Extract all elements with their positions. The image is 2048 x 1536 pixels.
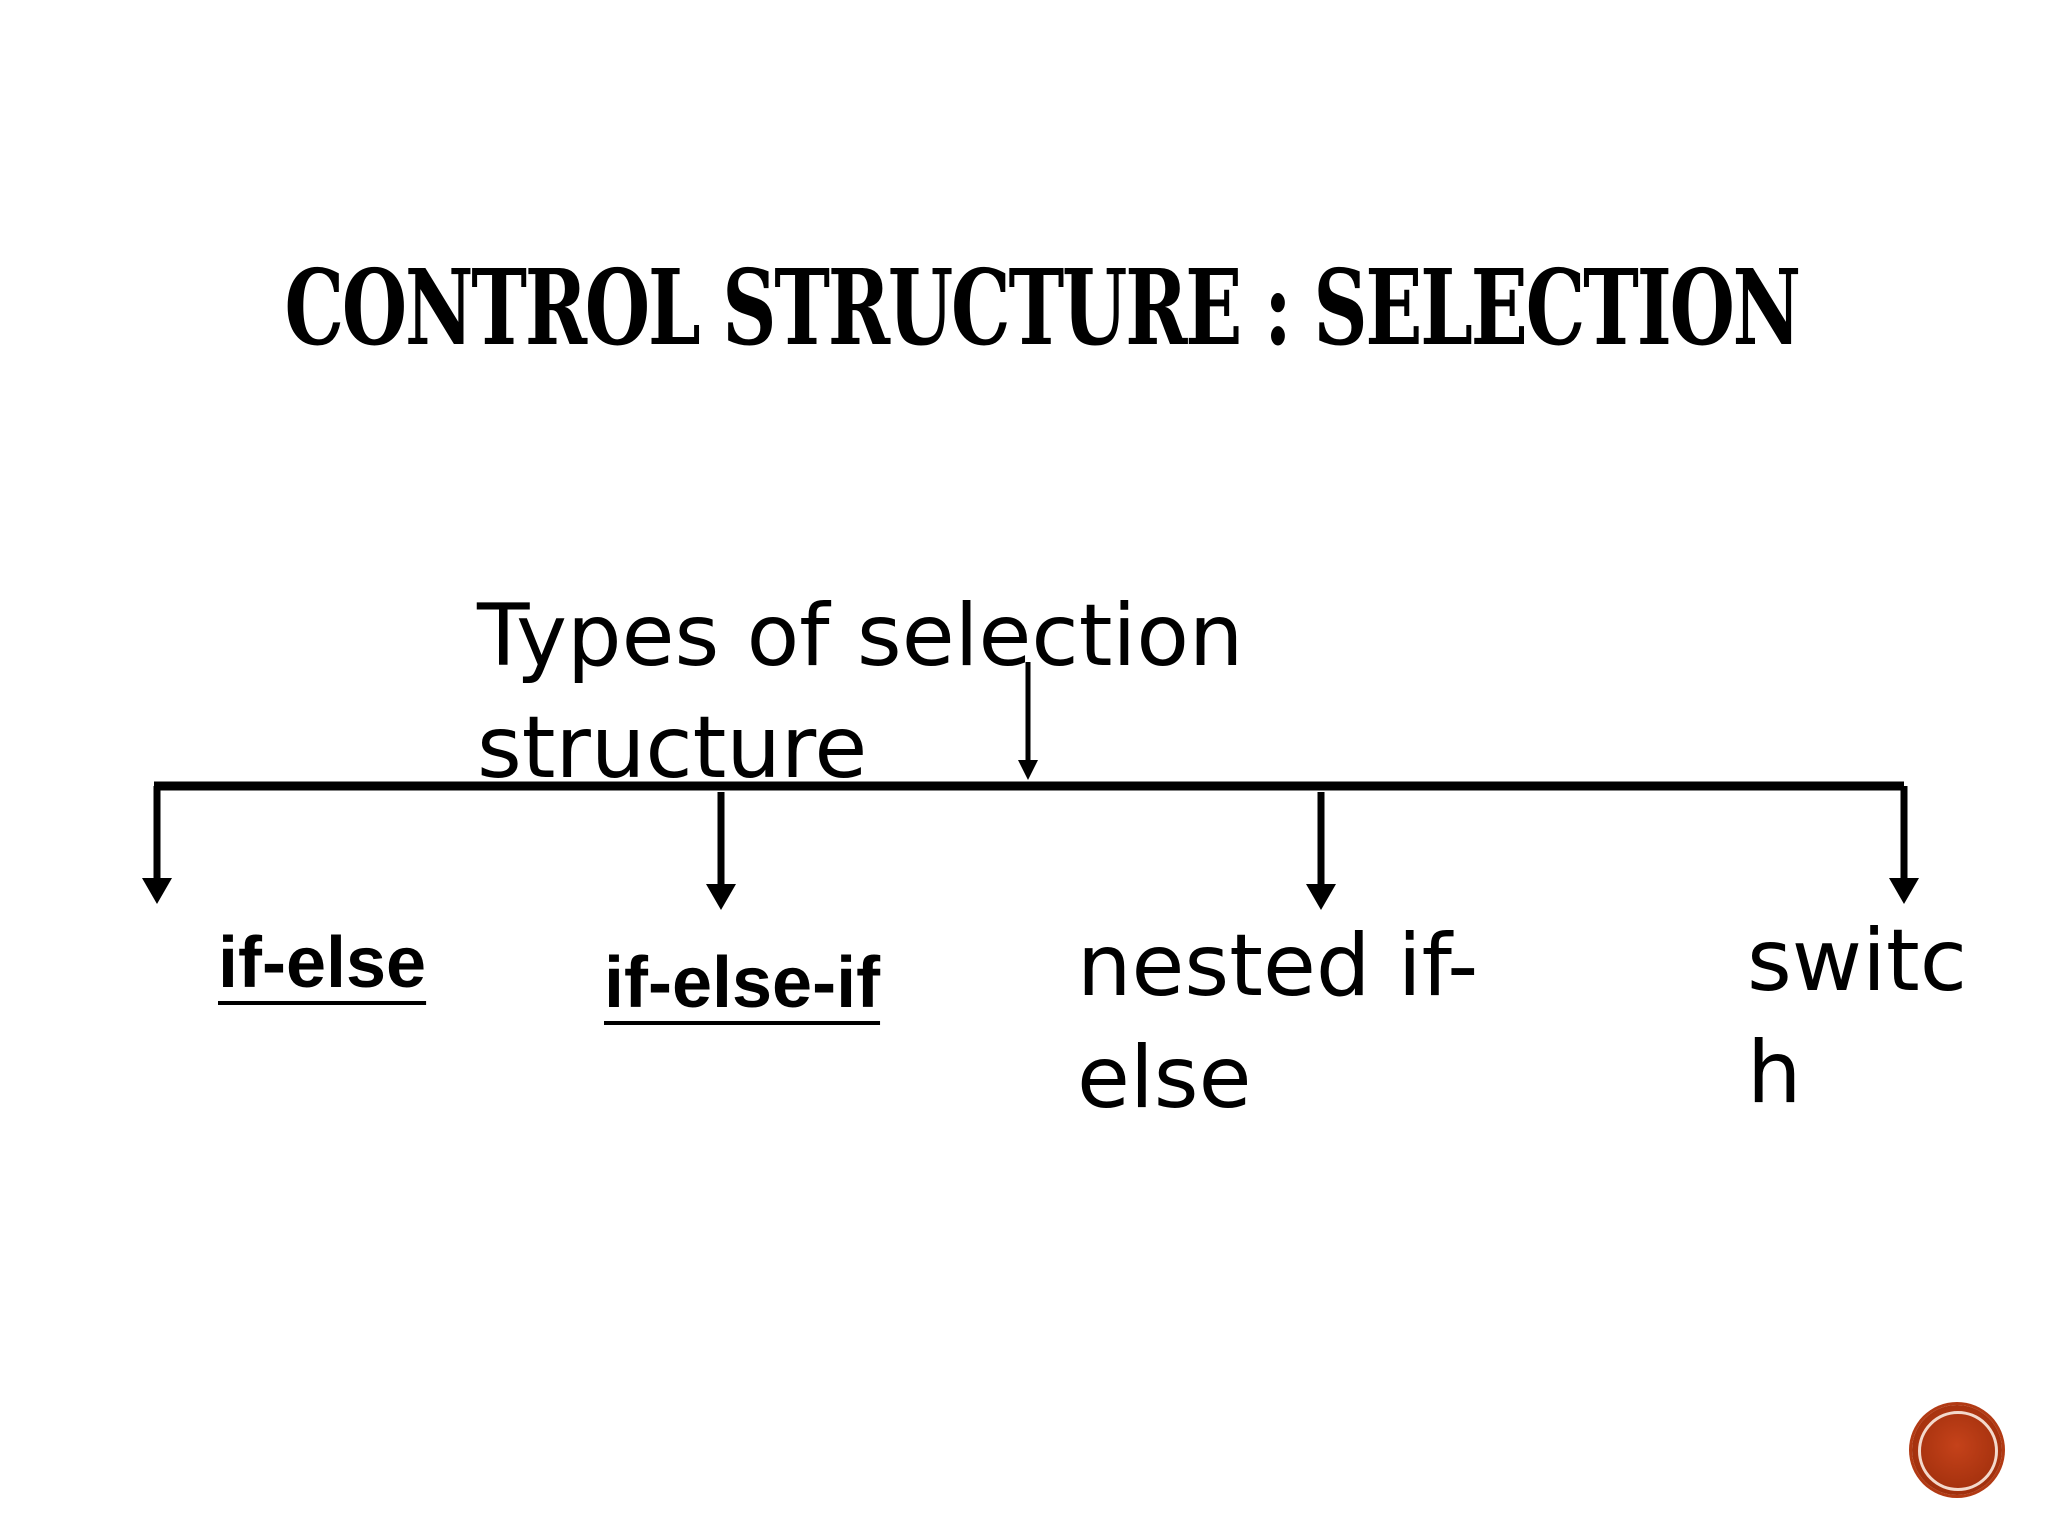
branch-label-nested-if-else: nested if-else (1077, 916, 1479, 1128)
branch-arrow-head-3 (1306, 884, 1336, 910)
branch-arrow-head-4 (1889, 878, 1919, 904)
branch-label-if-else: if-else (218, 923, 427, 1003)
slide-title: CONTROL STRUCTURE : SELECTION (284, 246, 1801, 369)
branch-label-switch: switch (1747, 911, 1968, 1123)
diagram-root-label: Types of selection structure (477, 586, 1244, 798)
branch-label-if-else-if: if-else-if (604, 943, 881, 1023)
slide-number-badge-icon[interactable] (1912, 1405, 2002, 1495)
branch-arrow-head-2 (706, 884, 736, 910)
root-arrow-head (1018, 760, 1038, 780)
branch-arrow-head-1 (142, 878, 172, 904)
